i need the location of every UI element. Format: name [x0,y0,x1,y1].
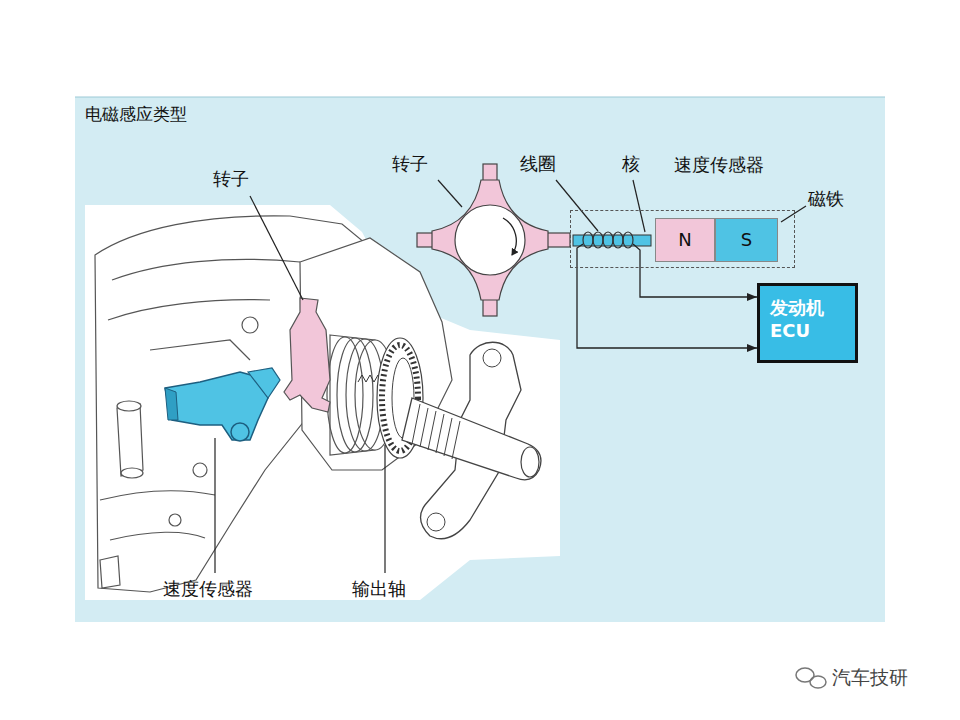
node-text: N [678,228,691,251]
part-label: 输出轴 [352,578,406,599]
node-text: 发动机 ECU [770,296,847,343]
label-holder: 速度传感器 [163,578,253,600]
transmission-illustration [85,196,560,600]
coil-and-core [577,244,583,268]
background-panel [75,97,885,622]
watermark-icon [810,676,826,688]
transmission-illustration [483,349,501,367]
transmission-illustration [428,411,436,450]
transmission-illustration [337,338,373,452]
transmission-illustration [110,532,205,540]
coil-and-core [573,232,651,268]
coil-and-core [633,244,640,268]
leader-line [384,445,385,573]
speed-sensor-illustration [165,388,178,420]
transmission-illustration [436,414,444,453]
watermark-icon [796,668,826,688]
transmission-illustration [444,418,452,456]
rotor-illustration [284,298,330,412]
rotor-schematic [483,164,497,182]
transmission-illustration [242,317,258,333]
leader-line [633,180,645,232]
transmission-illustration [117,401,141,411]
engine-ecu-box: 发动机 ECU [757,283,858,363]
label-holder: 输出轴 [352,578,406,600]
transmission-illustration [150,340,250,360]
rotor-schematic [417,164,570,316]
speed-sensor-illustration [248,368,280,398]
transmission-illustration [452,421,460,459]
transmission-illustration [412,404,460,459]
transmission-illustration [327,337,363,453]
node-text: S [741,228,752,251]
panel-edge [75,97,885,98]
magnet-s-pole: S [715,218,778,262]
transmission-illustration [95,216,452,592]
transmission-illustration [420,408,428,447]
sensor-dashed-box: NS速度传感器 [570,210,795,268]
watermark: 汽车技研 [832,666,908,688]
leader-line [214,438,215,573]
part-label: 线圈 [520,153,556,174]
part-label: 转子 [213,168,249,189]
transmission-illustration [100,556,120,588]
magnet-n-pole: N [655,218,715,262]
coil-and-core [623,232,633,248]
transmission-illustration [412,404,420,444]
transmission-illustration [117,404,143,476]
rotor-schematic [455,205,525,275]
coil-and-core [593,232,603,248]
part-label: 速度传感器 [163,578,253,599]
label-holder: 转子 [213,168,249,190]
label-holder: 汽车技研 [832,666,908,689]
transmission-illustration [121,468,143,478]
leader-line [438,180,462,207]
transmission-illustration [108,300,270,320]
transmission-illustration [112,259,300,280]
leader-line [781,206,806,222]
transmission-illustration [427,513,445,531]
signal-wire [577,268,757,348]
speed-sensor-illustration [165,372,268,440]
part-label: 核 [622,153,640,174]
signal-wire [640,268,757,297]
transmission-illustration [402,398,541,480]
transmission-illustration [85,205,560,600]
leader-line [556,180,598,231]
leader-line [215,196,385,573]
rotor-schematic [417,164,570,316]
rotor-schematic [546,233,570,247]
heading-holder: 速度传感器 [674,154,764,176]
part-label: 转子 [392,153,428,174]
rotor-schematic [503,218,516,255]
coil-and-core [577,244,640,268]
transmission-illustration [169,514,181,526]
transmission-illustration [193,463,207,477]
rotor-schematic [483,298,497,316]
coil-and-core [613,232,623,248]
label-holder: 转子 [392,153,428,175]
part-label: 磁铁 [808,188,844,209]
title-holder: 电磁感应类型 [85,104,187,124]
label-holder: 磁铁 [808,188,844,210]
transmission-illustration [521,447,539,477]
node-heading: 速度传感器 [674,154,764,175]
coil-and-core [603,232,613,248]
speed-sensor-illustration [165,368,280,441]
coil-and-core [583,232,633,248]
label-holder: 线圈 [520,153,556,175]
label-holder: 核 [622,153,640,175]
transmission-illustration [100,491,215,500]
leader-line [250,196,303,300]
diagram-title: 电磁感应类型 [85,104,187,124]
speed-sensor-illustration [231,423,249,441]
coil-and-core [583,232,593,248]
rotor-schematic [432,180,548,300]
